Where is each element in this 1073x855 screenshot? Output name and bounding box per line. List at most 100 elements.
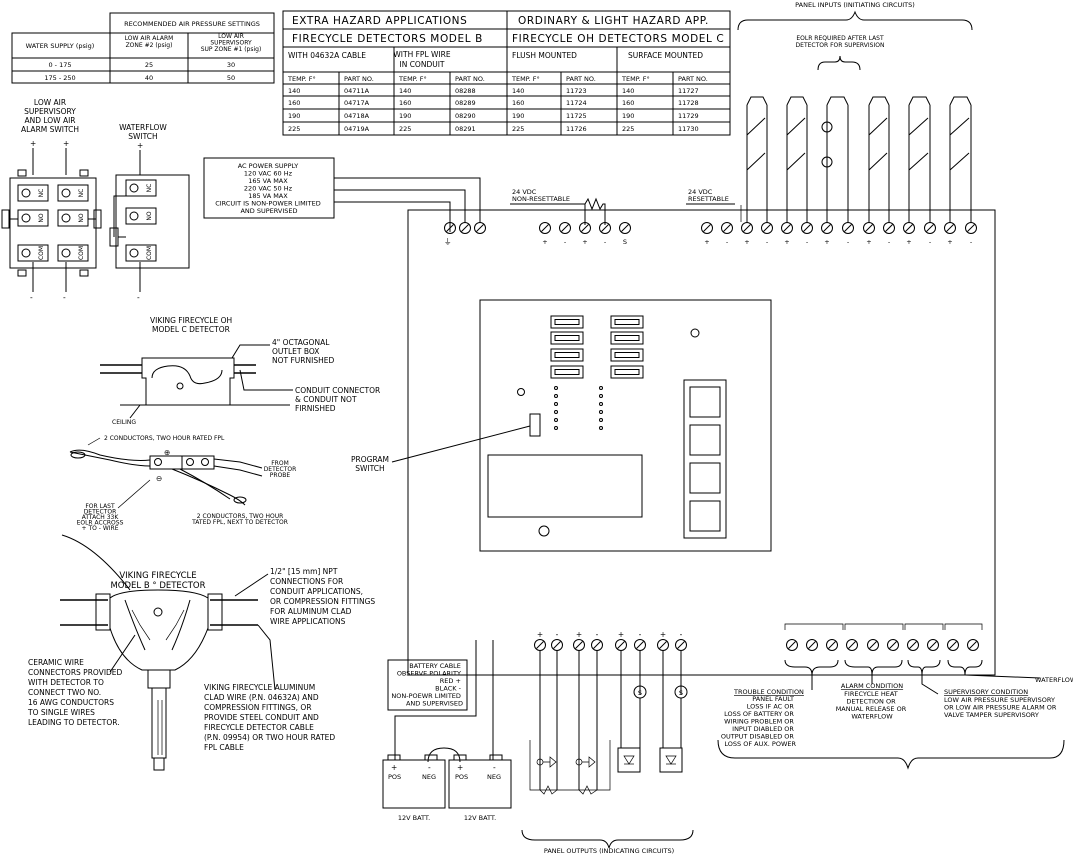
terminal-screw[interactable]: [619, 222, 631, 234]
terminal-ring: [846, 639, 858, 651]
terminal-screw[interactable]: [534, 639, 546, 651]
terminal-screw[interactable]: [944, 222, 956, 234]
terminal-ring: [842, 222, 854, 234]
table-cell: 08291: [455, 125, 476, 133]
eolr-resistor-icon: [578, 785, 598, 795]
polarity-mark: +: [824, 238, 829, 246]
terminal-ring: [821, 222, 833, 234]
indicator-led: [610, 315, 644, 329]
table-cell: 190: [622, 112, 634, 120]
terminal-slot: [476, 224, 484, 232]
terminal-screw[interactable]: [903, 222, 915, 234]
signal-device-box: [659, 747, 683, 773]
terminal-screw[interactable]: [539, 222, 551, 234]
battery-label: 12V BATT.: [464, 814, 496, 822]
eolr-resistor: [93, 209, 102, 229]
terminal-screw[interactable]: [634, 639, 646, 651]
terminal-ring: [619, 222, 631, 234]
button-column: [683, 379, 727, 539]
terminal-screw[interactable]: [721, 222, 733, 234]
terminal-screw[interactable]: [657, 639, 669, 651]
minus-sign: -: [30, 293, 33, 302]
initiating-circuits: [740, 96, 972, 222]
table-cell: 04717A: [344, 99, 370, 107]
polarity-mark: +: [704, 238, 709, 246]
terminal-screw[interactable]: [821, 222, 833, 234]
terminal-screw[interactable]: [591, 639, 603, 651]
terminal-screw[interactable]: [559, 222, 571, 234]
terminal-screw[interactable]: [781, 222, 793, 234]
terminal-screw[interactable]: [842, 222, 854, 234]
status-dot: [599, 418, 603, 422]
terminal-ring: [947, 639, 959, 651]
panel-button[interactable]: [689, 386, 721, 418]
terminal-screw[interactable]: [846, 639, 858, 651]
terminal-screw[interactable]: [459, 222, 471, 234]
ac-power-text: AC POWER SUPPLY 120 VAC 60 Hz 165 VA MAX…: [215, 162, 323, 215]
contact-label: NO: [38, 213, 45, 222]
terminal-screw[interactable]: [883, 222, 895, 234]
temp-header: TEMP. F°: [398, 75, 427, 83]
terminal-screw[interactable]: [551, 639, 563, 651]
terminal-slot: [905, 224, 913, 232]
terminal-slot: [889, 641, 897, 649]
table-cell: 08289: [455, 99, 476, 107]
program-switch[interactable]: [529, 413, 541, 437]
eolr-resistor: [109, 227, 119, 247]
panel-button[interactable]: [689, 500, 721, 532]
terminal-screw[interactable]: [801, 222, 813, 234]
terminal-screw[interactable]: [806, 639, 818, 651]
terminal-screw[interactable]: [599, 222, 611, 234]
battery-section: BATTERY CABLE OBSERVE POLARITY RED + BLA…: [382, 640, 512, 822]
led-housing: [610, 331, 644, 345]
contact-block: NC: [125, 179, 157, 197]
plus-sign: +: [391, 763, 397, 772]
terminal-slot: [926, 224, 934, 232]
terminal-screw[interactable]: [965, 222, 977, 234]
contact-body: [57, 244, 89, 262]
panel-button[interactable]: [689, 462, 721, 494]
terminal-screw[interactable]: [573, 639, 585, 651]
polarity-mark: -: [766, 238, 769, 246]
terminal-screw[interactable]: [826, 639, 838, 651]
terminal-screw[interactable]: [615, 639, 627, 651]
table-cell: 225: [399, 125, 411, 133]
plus-sign: +: [63, 139, 69, 148]
terminal-screw[interactable]: [786, 639, 798, 651]
terminal-screw[interactable]: [887, 639, 899, 651]
terminal-screw[interactable]: [924, 222, 936, 234]
terminal-screw[interactable]: [474, 222, 486, 234]
terminal-screw[interactable]: [579, 222, 591, 234]
top-terminal-strip: [444, 222, 977, 234]
terminal-screw[interactable]: [863, 222, 875, 234]
contact-body: [125, 179, 157, 197]
status-dot: [554, 410, 558, 414]
terminal-ring: [539, 222, 551, 234]
switch-contact-icon: [949, 117, 970, 136]
polarity-mark: -: [888, 238, 891, 246]
terminal-screw[interactable]: [927, 639, 939, 651]
mount-hole: [538, 525, 550, 537]
terminal-screw[interactable]: [947, 639, 959, 651]
terminal-screw[interactable]: [701, 222, 713, 234]
plus-sign: +: [457, 763, 463, 772]
terminal-screw[interactable]: [867, 639, 879, 651]
terminal-screw[interactable]: [741, 222, 753, 234]
terminal-screw[interactable]: [761, 222, 773, 234]
switch-contact-icon: [746, 152, 766, 171]
led-housing: [610, 315, 644, 329]
terminal-screw[interactable]: [675, 639, 687, 651]
panel-button[interactable]: [689, 424, 721, 456]
terminal-ring: [579, 222, 591, 234]
polarity-mark: -: [556, 630, 559, 639]
terminal-screw[interactable]: [967, 639, 979, 651]
contact-label: COM: [38, 246, 45, 260]
terminal-slot: [823, 224, 831, 232]
indicator-led: [610, 331, 644, 345]
terminal-screw[interactable]: [907, 639, 919, 651]
